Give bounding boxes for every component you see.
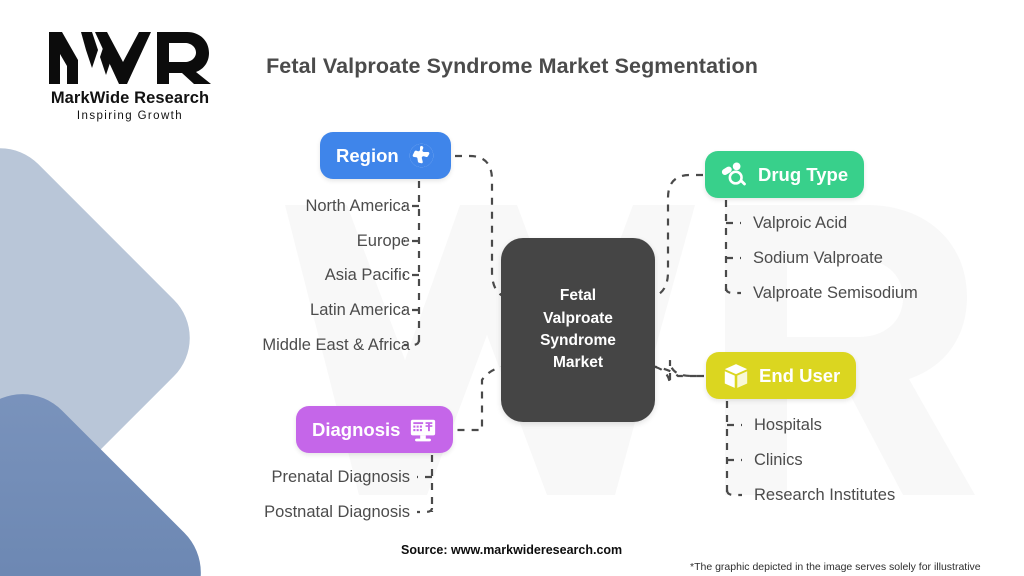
leaf-region-3: Latin America [310, 301, 410, 319]
source-text: Source: www.markwideresearch.com [401, 543, 623, 557]
box-icon [724, 363, 748, 388]
category-label-drug-type: Drug Type [758, 163, 849, 185]
category-badge-end-user[interactable]: End User [706, 352, 857, 399]
leaf-region-1: Europe [356, 232, 410, 250]
category-label-end-user: End User [759, 364, 841, 386]
leaf-drug-type-0: Valproic Acid [753, 214, 848, 232]
globe-icon [409, 143, 434, 168]
monitor-icon [411, 419, 436, 441]
center-line-3: Syndrome [540, 332, 616, 349]
mwr-monogram-icon [49, 32, 211, 84]
category-label-diagnosis: Diagnosis [312, 418, 401, 440]
pill-search-icon [721, 162, 746, 185]
category-label-region: Region [336, 144, 399, 166]
center-line-4: Market [553, 354, 603, 372]
brand-name: MarkWide Research [50, 89, 210, 107]
category-badge-region[interactable]: Region [320, 132, 451, 179]
center-node: Fetal Valproate Syndrome Market [501, 238, 655, 422]
leaf-end-user-0: Hospitals [754, 416, 822, 434]
page-title: Fetal Valproate Syndrome Market Segmenta… [266, 54, 758, 78]
brand-tagline: Inspiring Growth [76, 110, 184, 122]
brand-logo: MarkWide Research Inspiring Growth [24, 26, 236, 132]
leaf-drug-type-2: Valproate Semisodium [753, 284, 918, 302]
disclaimer-text: *The graphic depicted in the image serve… [690, 561, 981, 576]
category-badge-diagnosis[interactable]: Diagnosis [296, 406, 454, 453]
leaf-diagnosis-0: Prenatal Diagnosis [271, 468, 411, 486]
leaf-region-4: Middle East & Africa [262, 336, 410, 354]
leaf-drug-type-1: Sodium Valproate [753, 249, 883, 267]
leaf-end-user-1: Clinics [754, 451, 803, 469]
leaf-diagnosis-1: Postnatal Diagnosis [264, 503, 410, 521]
leaf-end-user-2: Research Institutes [754, 486, 896, 504]
center-line-1: Fetal [559, 287, 597, 305]
center-node-label: Fetal Valproate Syndrome Market [540, 285, 616, 374]
leaf-region-2: Asia Pacific [324, 266, 410, 284]
category-badge-drug-type[interactable]: Drug Type [705, 151, 865, 198]
center-line-2: Valproate [543, 309, 613, 327]
leaf-region-0: North America [305, 197, 410, 215]
